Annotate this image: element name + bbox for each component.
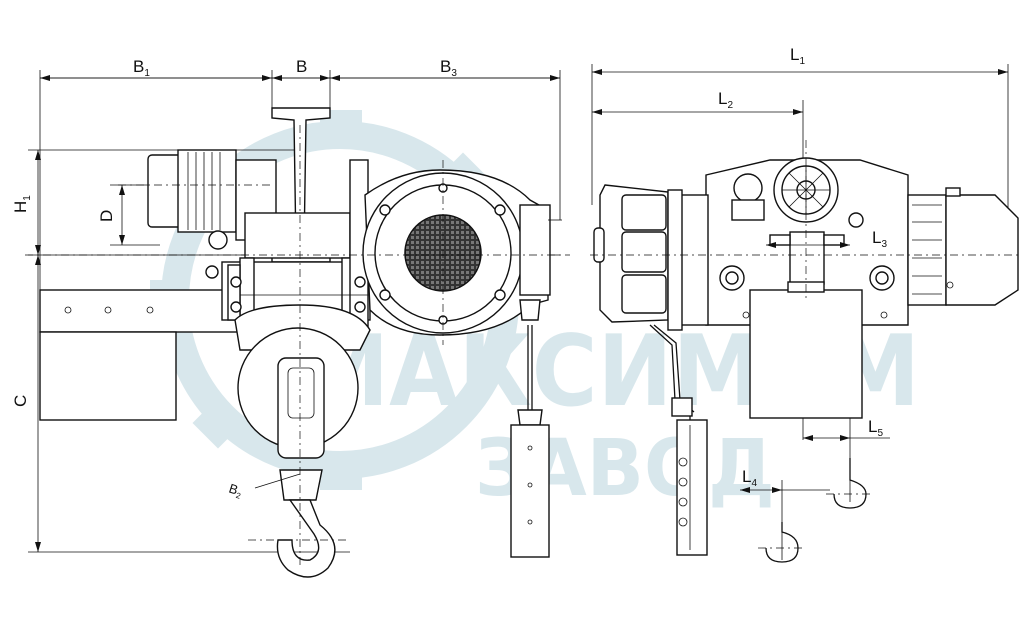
dim-L5: L5 [868, 417, 883, 439]
dim-B2: B2 [226, 481, 244, 501]
front-view: B1 B B3 H1 D H2 C H3 [11, 57, 570, 578]
dim-C: C [11, 395, 30, 407]
control-pendant-side [649, 324, 708, 556]
hoist-motor [907, 187, 1019, 306]
dim-B: B [296, 57, 307, 76]
hook-position-upper [826, 458, 874, 509]
side-view: L1 L2 [590, 45, 1020, 563]
control-pendant-front [510, 299, 550, 558]
svg-text:L5: L5 [868, 417, 883, 439]
svg-text:L1: L1 [790, 45, 805, 67]
dim-L3: L3 [872, 228, 887, 250]
svg-text:B2: B2 [226, 481, 244, 501]
svg-text:B3: B3 [440, 57, 457, 79]
svg-text:L3: L3 [872, 228, 887, 250]
dim-D: D [97, 210, 116, 222]
dim-L4: L4 [742, 467, 757, 489]
dim-L2: L2 [718, 89, 733, 111]
dim-H1: H1 [11, 195, 33, 213]
svg-text:H1: H1 [11, 195, 33, 213]
svg-text:L2: L2 [718, 89, 733, 111]
dim-B3: B3 [440, 57, 457, 79]
counterweight-plate [39, 289, 241, 421]
dim-B1: B1 [133, 57, 150, 79]
hook-position-lower [758, 522, 806, 563]
svg-text:C: C [11, 395, 30, 407]
brake-unit [593, 184, 683, 331]
svg-text:B1: B1 [133, 57, 150, 79]
svg-text:B: B [296, 57, 307, 76]
hook-block [234, 304, 371, 578]
svg-text:D: D [97, 210, 116, 222]
dim-L1: L1 [790, 45, 805, 67]
svg-text:L4: L4 [742, 467, 757, 489]
hook-cover [749, 281, 863, 419]
